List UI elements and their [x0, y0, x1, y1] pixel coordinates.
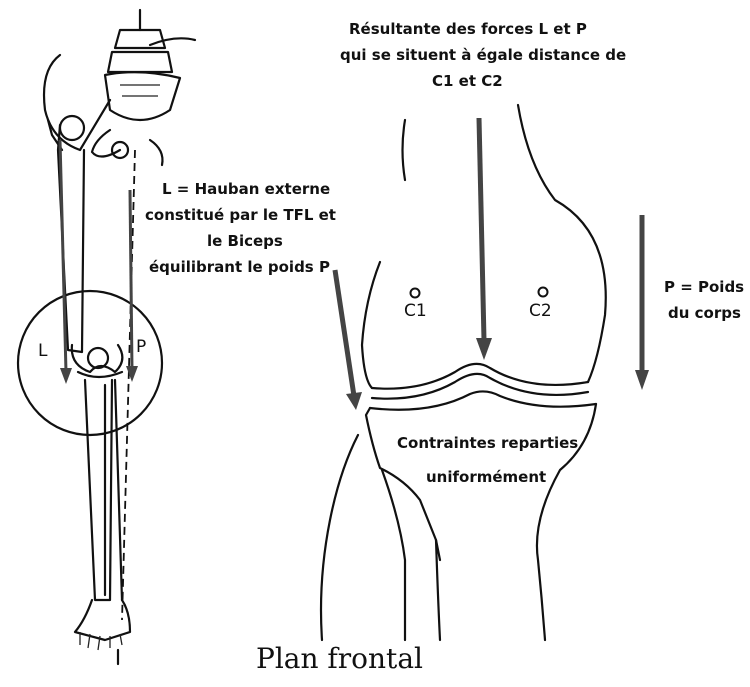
svg-text:du corps: du corps — [668, 304, 741, 322]
svg-text:P = Poids: P = Poids — [664, 278, 744, 296]
figure-caption: Plan frontal — [256, 642, 423, 675]
l-definition-label: L = Hauban externe constitué par le TFL … — [145, 180, 336, 276]
tibia-plateau — [321, 391, 596, 640]
l-marker: L — [38, 341, 48, 361]
c1-label: C1 — [404, 301, 427, 321]
p-marker: P — [136, 337, 146, 357]
svg-text:Contraintes reparties: Contraintes reparties — [397, 434, 578, 452]
c2-label: C2 — [529, 301, 552, 321]
resultant-label: Résultante des forces L et P qui se situ… — [340, 20, 626, 90]
svg-text:le Biceps: le Biceps — [207, 232, 283, 250]
skeleton-figure — [44, 10, 195, 664]
stress-distribution-label: Contraintes reparties uniformément — [397, 434, 578, 486]
svg-text:équilibrant le poids P: équilibrant le poids P — [149, 258, 330, 276]
svg-text:constitué par le TFL et: constitué par le TFL et — [145, 206, 336, 224]
rotation-centers: C1 C2 — [404, 288, 552, 322]
svg-text:uniformément: uniformément — [426, 468, 546, 486]
svg-text:L = Hauban externe: L = Hauban externe — [162, 180, 330, 198]
svg-text:C1 et C2: C1 et C2 — [432, 72, 503, 90]
p-definition-label: P = Poids du corps — [664, 278, 744, 322]
svg-text:qui se situent à égale distanc: qui se situent à égale distance de — [340, 46, 626, 64]
svg-text:Résultante des forces L et P: Résultante des forces L et P — [349, 20, 587, 38]
